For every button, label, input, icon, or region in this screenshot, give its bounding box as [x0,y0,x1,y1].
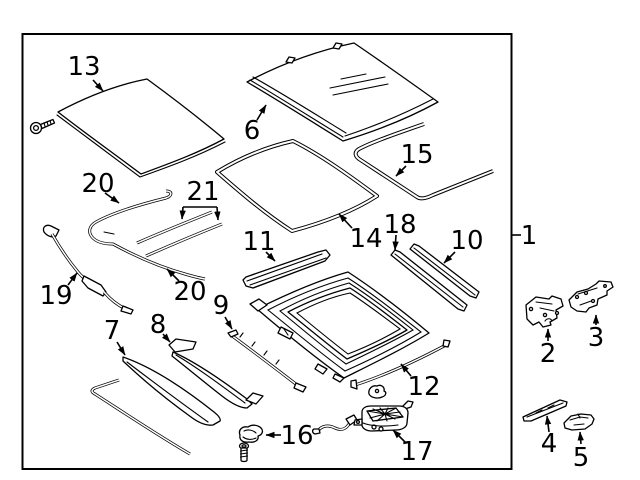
part-3-bracket [568,280,614,313]
part-7-blade [122,356,221,426]
callout-label-17: 17 [400,437,433,467]
callout-arrow-21-left [179,206,186,220]
screw-icon [29,118,56,135]
callout-label-7: 7 [104,316,121,346]
callout-label-13: 13 [67,52,100,82]
callout-arrow-6 [256,104,267,121]
callout-arrow-7 [116,341,126,356]
callout-label-8: 8 [150,310,167,340]
part-8-blade [168,338,264,409]
callout-arrow-14 [338,213,353,229]
part-12-trim-strip [350,339,451,390]
part-15-seal [353,122,494,201]
callout-label-16: 16 [280,421,313,451]
callout-label-20a: 20 [81,169,114,199]
frame-clip [368,384,387,399]
part-5-clip [563,413,595,431]
callout-label-12: 12 [407,372,440,402]
part-2-bracket [525,295,564,328]
part-17-motor [353,400,414,432]
callout-arrow-10 [443,251,456,264]
callout-label-14: 14 [349,224,382,254]
part-6-roof-panel [246,42,439,142]
callout-label-1: 1 [521,221,538,251]
part-4-strip [522,399,568,422]
wire-harness [311,414,358,435]
callout-label-19: 19 [39,281,72,311]
callout-arrow-9 [224,316,233,330]
callout-label-18: 18 [383,210,416,240]
sunroof-frame-assembly [249,271,430,383]
callout-arrow-18 [392,234,399,251]
callout-label-21: 21 [186,177,219,207]
part-21-rail-pair [136,210,223,258]
sunshade-seal-strip [90,378,191,456]
callout-label-9: 9 [213,291,230,321]
callout-arrow-12 [400,363,412,377]
callout-arrow-5 [577,431,584,445]
callout-arrow-21-right [214,206,221,221]
part-14-seal-ring [215,139,379,233]
part-11-rail-bar [242,249,331,289]
part-13-glass-panel [56,78,226,178]
callout-arrows [67,79,600,445]
part-16-clip [238,424,264,443]
part-19-deflector [42,224,134,315]
callout-arrow-17 [392,429,407,444]
callout-label-6: 6 [244,116,261,146]
callout-arrow-20b [166,268,180,282]
callout-arrow-20a [104,192,120,204]
part-10-rail [409,243,480,299]
callout-label-20b: 20 [173,277,206,307]
callout-arrow-11 [265,251,276,262]
callout-label-4: 4 [541,429,558,459]
callout-label-5: 5 [573,443,590,473]
callout-label-10: 10 [450,226,483,256]
callout-arrow-13 [92,79,104,92]
part-16-screw-icon [238,442,250,463]
callout-arrow-15 [395,165,407,177]
part-20-seal-loop [88,189,206,281]
callout-arrow-4 [544,415,552,433]
callout-labels: 13 6 20 21 11 14 15 18 10 20 19 9 7 8 12… [39,52,604,473]
part-9-guide-rail [227,329,307,393]
callout-label-2: 2 [540,339,557,369]
callout-arrow-8 [161,333,171,343]
callout-arrow-19 [67,272,78,286]
callout-label-15: 15 [400,140,433,170]
callout-label-11: 11 [242,227,275,257]
callout-label-3: 3 [588,323,605,353]
